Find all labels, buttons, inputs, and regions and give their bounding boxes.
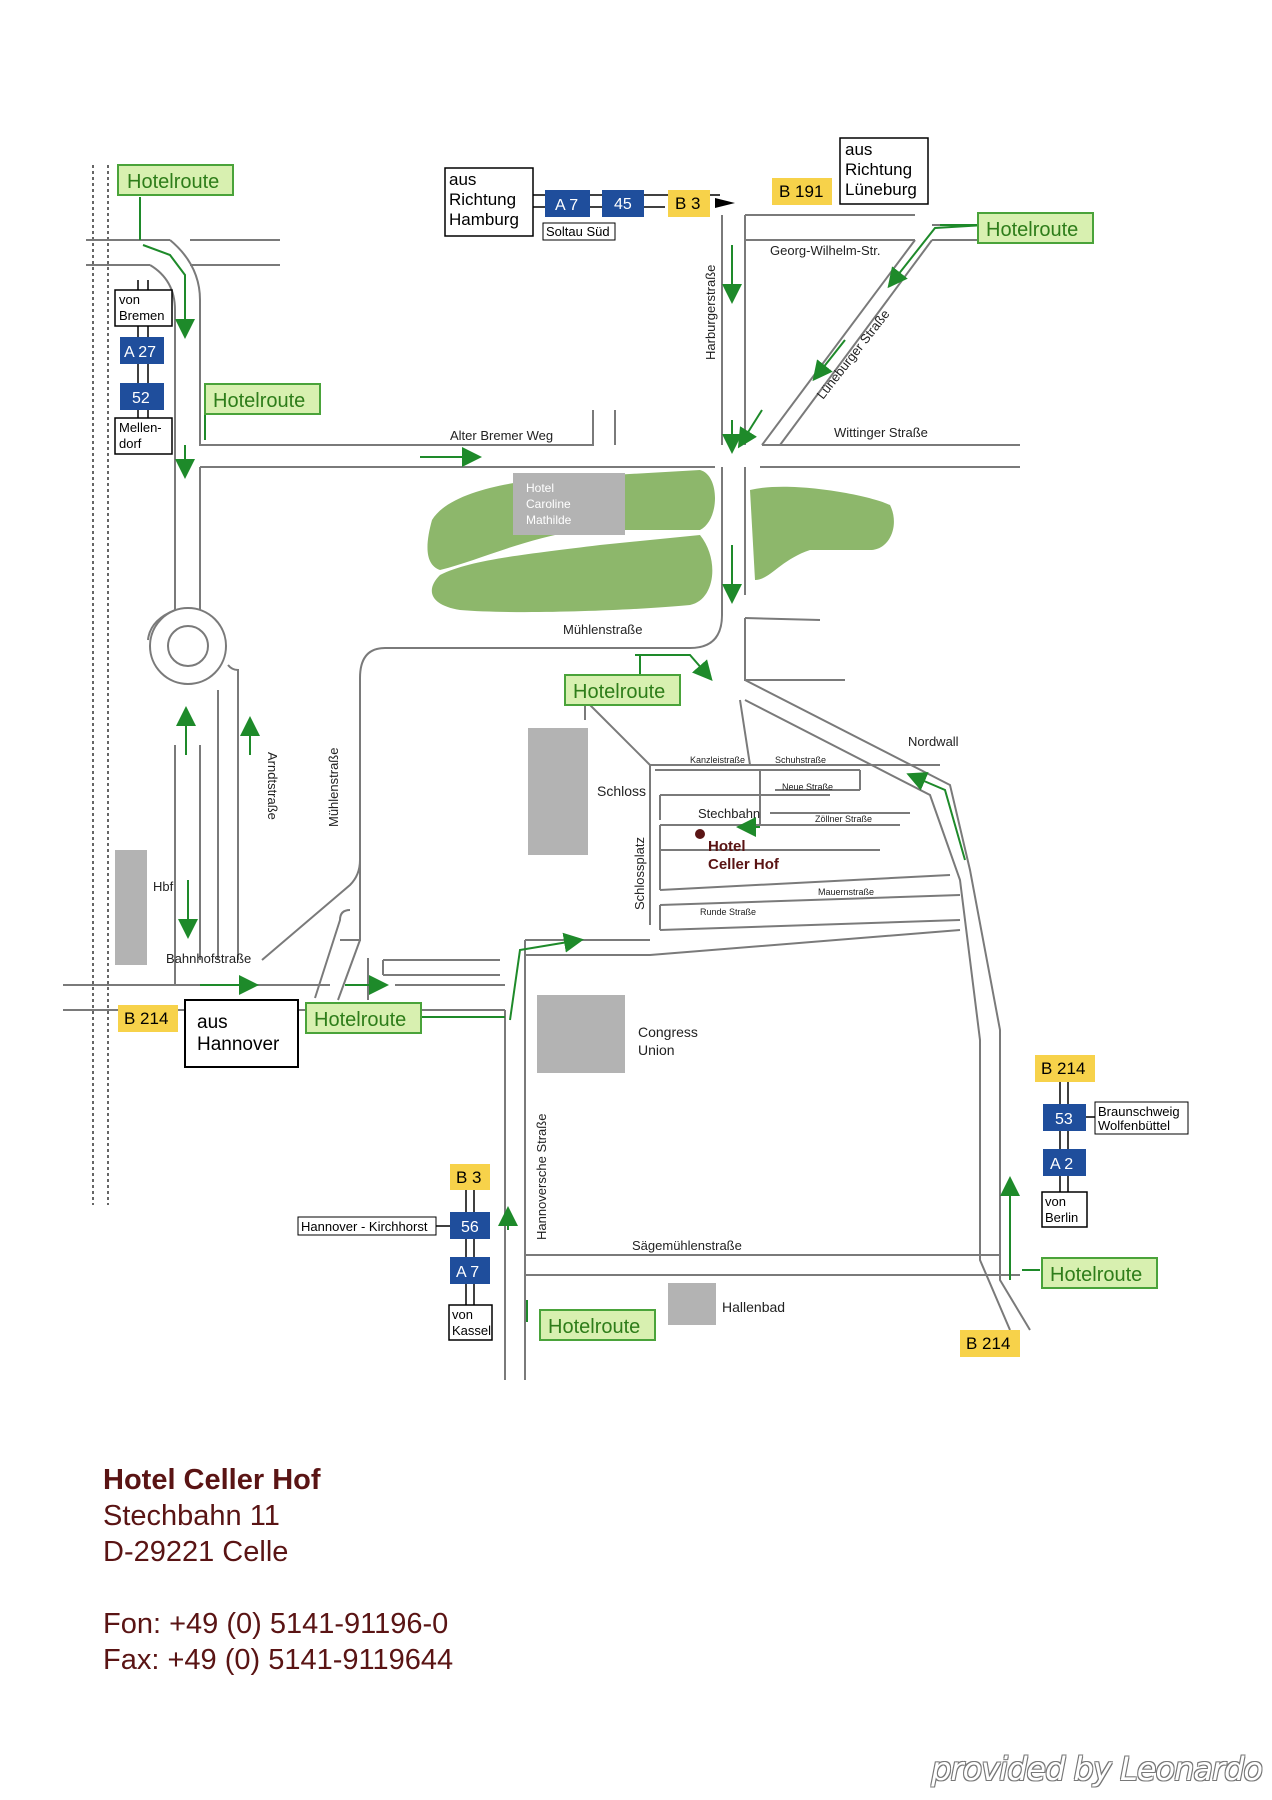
a7-sign-label: A 7 [555, 197, 578, 214]
place-labels: Hotel Caroline Mathilde Schloss Hbf Cong… [153, 481, 785, 1315]
origin-braunschweig-line1: Braunschweig [1098, 1104, 1180, 1119]
street-runde: Runde Straße [700, 907, 756, 917]
origin-berlin-line2: Berlin [1045, 1210, 1078, 1225]
hallenbad-building [668, 1283, 716, 1325]
congress-union-building [537, 995, 625, 1073]
hotel-marker-line2: Celler Hof [708, 856, 780, 873]
a7-sign-label: A 7 [456, 1264, 479, 1281]
hotelroute-signs: Hotelroute Hotelroute Hotelroute Hotelro… [117, 164, 1158, 1341]
street-hannoversche: Hannoversche Straße [534, 1114, 549, 1240]
origin-berlin-line1: von [1045, 1194, 1066, 1209]
provider-credit: provided by Leonardo [931, 1750, 1263, 1788]
street-zoellner: Zöllner Straße [815, 814, 872, 824]
street-schlossplatz: Schlossplatz [632, 837, 647, 910]
hotelroute-label: Hotelroute [573, 681, 665, 703]
soltau-sued-label: Soltau Süd [546, 224, 610, 239]
hotel-address-block: Hotel Celler Hof Stechbahn 11 D-29221 Ce… [103, 1462, 453, 1678]
hotel-phone: Fon: +49 (0) 5141-91196-0 [103, 1608, 449, 1640]
place-congress-line1: Congress [638, 1024, 698, 1040]
a2-sign-label: A 2 [1050, 1156, 1073, 1173]
place-caroline-line2: Caroline [526, 497, 571, 511]
street-mauern: Mauernstraße [818, 887, 874, 897]
a27-sign-label: A 27 [124, 344, 156, 361]
hotel-location-dot-icon [695, 829, 705, 839]
place-hbf: Hbf [153, 879, 174, 894]
b3-sign-label: B 3 [675, 194, 701, 213]
exit-56-label: 56 [461, 1219, 479, 1236]
b214-sign-label: B 214 [1041, 1059, 1085, 1078]
hotelroute-label: Hotelroute [213, 390, 305, 412]
street-muehlen: Mühlenstraße [563, 622, 642, 637]
origin-bremen-line1: von [119, 292, 140, 307]
street-lueneburger: Lüneburger Straße [814, 307, 893, 402]
exit-52-label: 52 [132, 390, 150, 407]
place-schloss: Schloss [597, 783, 646, 799]
origin-lueneburg-line1: aus [845, 140, 872, 159]
origin-mellendorf-line1: Mellen- [119, 420, 162, 435]
street-neue: Neue Straße [782, 782, 833, 792]
street-harburger: Harburgerstraße [703, 265, 718, 360]
highway-sign-icon: aus Richtung Hamburg A 7 45 Soltau Süd B… [114, 137, 1189, 1357]
hotelroute-label: Hotelroute [548, 1316, 640, 1338]
street-wittinger: Wittinger Straße [834, 425, 928, 440]
street-schuh: Schuhstraße [775, 755, 826, 765]
hotel-street: Stechbahn 11 [103, 1500, 280, 1532]
exit-53-label: 53 [1055, 1111, 1073, 1128]
hbf-building [115, 850, 147, 965]
origin-lueneburg-line2: Richtung [845, 160, 912, 179]
route-arrow-icon [142, 224, 1020, 1280]
place-hallenbad: Hallenbad [722, 1299, 785, 1315]
hannover-kirchhorst-label: Hannover - Kirchhorst [301, 1219, 428, 1234]
b214-sign-label: B 214 [966, 1334, 1010, 1353]
place-caroline-line3: Mathilde [526, 513, 572, 527]
exit-45-label: 45 [614, 196, 632, 213]
street-saegemuehlen: Sägemühlenstraße [632, 1238, 742, 1253]
hotel-fax: Fax: +49 (0) 5141-9119644 [103, 1644, 454, 1676]
origin-hamburg-line2: Richtung [449, 190, 516, 209]
origin-hannover-line1: aus [197, 1012, 228, 1033]
buildings [115, 473, 716, 1325]
park-area [427, 470, 894, 613]
schloss-building [528, 728, 588, 855]
origin-bremen-line2: Bremen [119, 308, 165, 323]
origin-braunschweig-line2: Wolfenbüttel [1098, 1118, 1170, 1133]
origin-lueneburg-line3: Lüneburg [845, 180, 917, 199]
origin-hamburg-line1: aus [449, 170, 476, 189]
hotelroute-label: Hotelroute [127, 171, 219, 193]
origin-hamburg-line3: Hamburg [449, 210, 519, 229]
hotel-caroline-mathilde-building [513, 473, 625, 535]
street-nordwall: Nordwall [908, 734, 959, 749]
street-kanzlei: Kanzleistraße [690, 755, 745, 765]
railway-track [92, 165, 109, 1205]
origin-hannover-line2: Hannover [197, 1034, 280, 1055]
b214-sign-label: B 214 [124, 1009, 168, 1028]
street-georg-wilhelm: Georg-Wilhelm-Str. [770, 243, 881, 258]
hotelroute-label: Hotelroute [1050, 1264, 1142, 1286]
place-congress-line2: Union [638, 1042, 675, 1058]
hotel-name: Hotel Celler Hof [103, 1464, 321, 1496]
hotelroute-label: Hotelroute [986, 219, 1078, 241]
hotel-marker-line1: Hotel [708, 838, 746, 855]
hotelroute-label: Hotelroute [314, 1009, 406, 1031]
place-caroline-line1: Hotel [526, 481, 554, 495]
street-arndt: Arndtstraße [265, 752, 280, 820]
b3-sign-label: B 3 [456, 1168, 482, 1187]
hotel-city: D-29221 Celle [103, 1536, 289, 1568]
street-muehlen-vertical: Mühlenstraße [326, 748, 341, 827]
origin-kassel-line1: von [452, 1307, 473, 1322]
street-stechbahn: Stechbahn [698, 806, 760, 821]
street-alter-bremer: Alter Bremer Weg [450, 428, 553, 443]
origin-mellendorf-line2: dorf [119, 436, 142, 451]
city-map: Hotelroute Hotelroute Hotelroute Hotelro… [63, 137, 1189, 1380]
origin-kassel-line2: Kassel [452, 1323, 491, 1338]
hotel-celler-hof-marker: Hotel Celler Hof [695, 829, 780, 873]
street-bahnhof: Bahnhofstraße [166, 951, 251, 966]
b191-sign-label: B 191 [779, 182, 823, 201]
